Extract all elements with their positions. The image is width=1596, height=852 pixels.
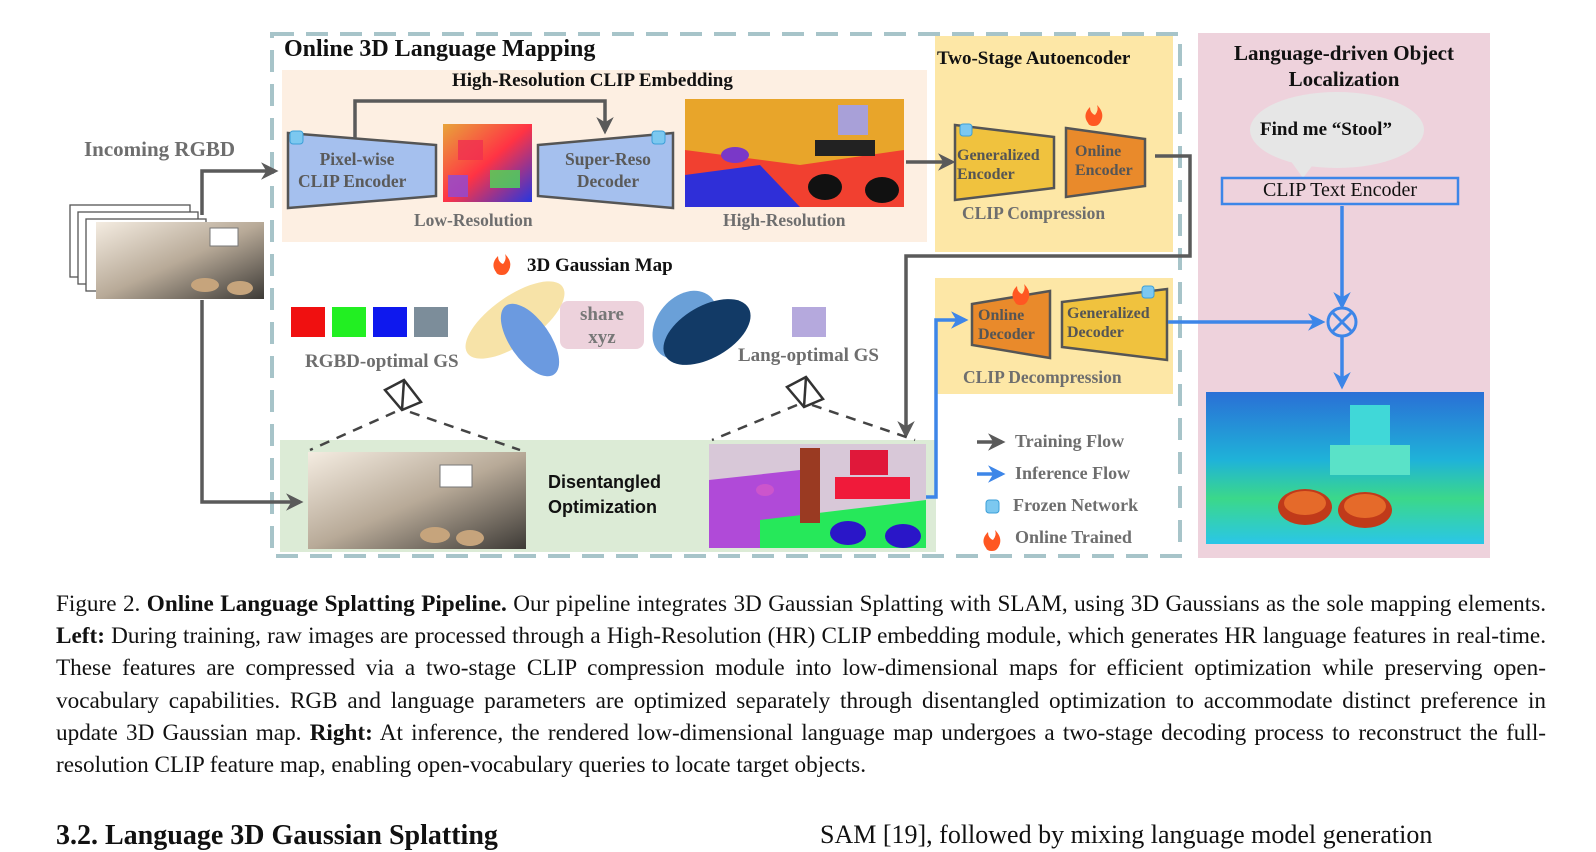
caption-title: Online Language Splatting Pipeline. — [146, 591, 507, 617]
query-text: Find me “Stool” — [1260, 119, 1392, 140]
legend-inference-label: Inference Flow — [1015, 463, 1131, 483]
gaussian-ellipse — [663, 299, 751, 365]
share-xyz-box — [560, 301, 644, 349]
frozen-network-icon — [959, 123, 973, 137]
camera-icon — [383, 378, 423, 412]
clip-text-encoder-box — [1220, 176, 1460, 206]
frozen-network-icon — [651, 130, 666, 145]
camera-icon — [785, 375, 825, 409]
clip-decompression-label: CLIP Decompression — [963, 367, 1122, 387]
pixel-clip-encoder-shape — [286, 131, 438, 210]
lavender-swatch — [792, 307, 826, 337]
pipeline-figure: Online 3D Language Mapping High-Resoluti… — [69, 32, 1490, 558]
green-swatch — [332, 307, 366, 337]
hr-clip-title: High-Resolution CLIP Embedding — [452, 70, 733, 91]
frozen-network-icon — [985, 499, 1000, 514]
super-reso-decoder-shape — [536, 131, 675, 210]
incoming-rgbd-label: Incoming RGBD — [84, 137, 236, 161]
figure-caption: Figure 2. Online Language Splatting Pipe… — [56, 588, 1546, 781]
caption-right-label: Right: — [309, 719, 373, 746]
online-mapping-border — [270, 32, 1182, 558]
rgbd-render-image — [308, 452, 526, 549]
frozen-network-icon — [1141, 285, 1155, 299]
legend-frozen-label: Frozen Network — [1013, 495, 1139, 515]
online-mapping-title: Online 3D Language Mapping — [284, 36, 596, 62]
generalized-decoder-shape — [1060, 287, 1169, 362]
legend-online-label: Online Trained — [1015, 527, 1132, 547]
high-resolution-label: High-Resolution — [723, 210, 846, 230]
frozen-network-icon — [289, 130, 304, 145]
online-trained-icon — [1085, 105, 1103, 126]
rgbd-frame-stack — [69, 204, 264, 299]
caption-fig-label: Figure 2. — [56, 591, 141, 617]
right-column-text: SAM [19], followed by mixing language mo… — [820, 820, 1433, 849]
clip-compression-label: CLIP Compression — [962, 203, 1106, 223]
online-encoder-shape — [1064, 126, 1147, 199]
low-resolution-label: Low-Resolution — [414, 210, 533, 230]
gray-swatch — [414, 307, 448, 337]
caption-part2: During training, raw images are processe… — [56, 623, 1546, 746]
blue-swatch — [373, 307, 407, 337]
generalized-encoder-shape — [953, 123, 1056, 202]
two-stage-title: Two-Stage Autoencoder — [937, 48, 1131, 69]
caption-part3: At inference, the rendered low-dimension… — [56, 719, 1546, 779]
section-heading: 3.2. Language 3D Gaussian Splatting — [56, 820, 498, 851]
rgbd-optimal-label: RGBD-optimal GS — [305, 351, 459, 372]
clip-text-encoder-label: CLIP Text Encoder — [1262, 179, 1418, 201]
red-swatch — [291, 307, 325, 337]
query-speech-bubble — [1250, 92, 1424, 168]
legend-training-label: Training Flow — [1015, 431, 1125, 451]
caption-left-label: Left: — [56, 623, 105, 650]
online-trained-icon — [983, 530, 1001, 551]
lang-optimal-label: Lang-optimal GS — [738, 345, 879, 366]
caption-part1: Our pipeline integrates 3D Gaussian Spla… — [513, 591, 1547, 617]
online-trained-icon — [1012, 284, 1030, 305]
gaussian-map-label: 3D Gaussian Map — [527, 255, 673, 276]
online-trained-icon — [493, 254, 511, 275]
pipeline-diagram — [69, 32, 1490, 558]
multiply-operator — [1326, 306, 1358, 338]
gaussian-ellipse — [500, 303, 560, 377]
